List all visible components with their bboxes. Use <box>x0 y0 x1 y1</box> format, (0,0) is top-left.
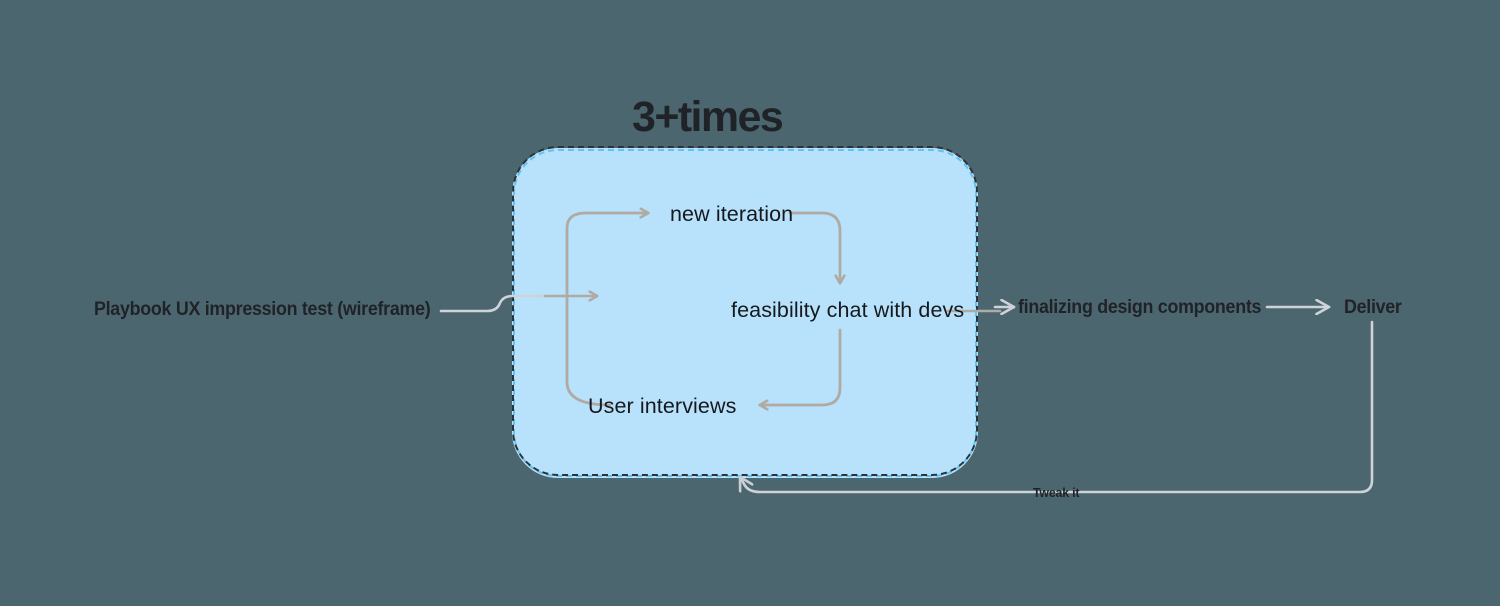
node-start-label[interactable]: Playbook UX impression test (wireframe) <box>94 299 431 320</box>
node-new-iteration-label[interactable]: new iteration <box>670 202 794 226</box>
node-user-interviews-label[interactable]: User interviews <box>588 394 737 418</box>
node-feasibility-label[interactable]: feasibility chat with devs <box>731 298 965 322</box>
node-deliver-label[interactable]: Deliver <box>1344 297 1402 318</box>
group-title: 3+times <box>632 93 784 141</box>
edge-label-tweak-it: Tweak it <box>1033 485 1080 500</box>
node-finalizing-label[interactable]: finalizing design components <box>1018 297 1262 318</box>
